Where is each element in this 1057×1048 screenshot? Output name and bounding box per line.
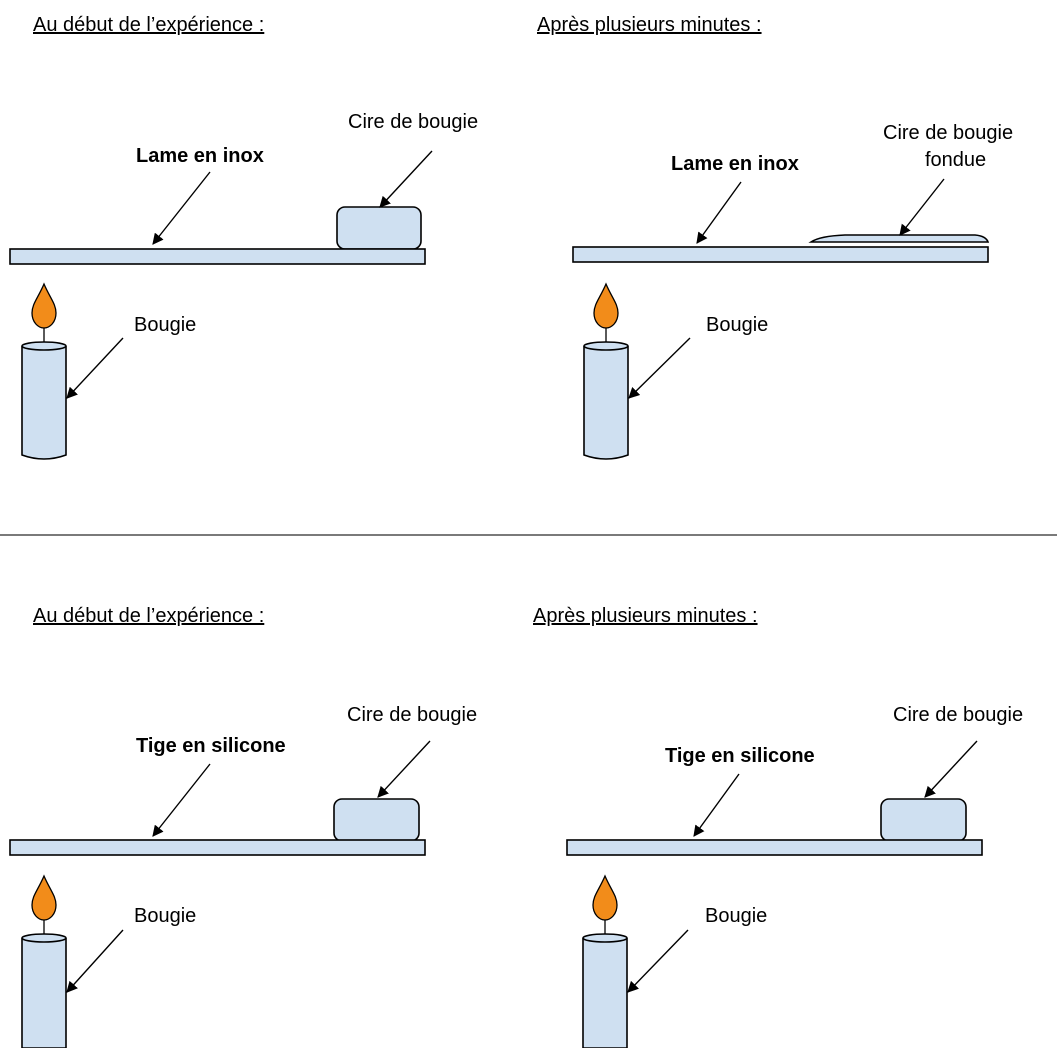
heading-before: Au début de l’expérience : (33, 14, 264, 36)
candle-body (21, 938, 67, 1048)
flame-icon (31, 874, 57, 921)
candle (21, 874, 67, 1048)
silicone-rod (566, 839, 983, 856)
flame-icon (593, 282, 619, 329)
candle-top (582, 933, 628, 943)
melted-wax (808, 234, 990, 243)
rod-label: Tige en silicone (136, 735, 286, 757)
candle (583, 282, 629, 460)
panel-silicone-before: Au début de l’expérience : Tige en silic… (9, 605, 477, 1048)
wax-label: Cire de bougie (347, 704, 477, 726)
wax-arrow (924, 740, 978, 798)
rod-label: Tige en silicone (665, 745, 815, 767)
heading-after: Après plusieurs minutes : (533, 605, 758, 627)
candle (582, 874, 628, 1048)
flame-icon (592, 874, 618, 921)
candle-body (582, 938, 628, 1048)
candle-top (21, 341, 67, 351)
panel-inox-before: Au début de l’expérience : Lame en inox … (9, 14, 478, 460)
panel-silicone-after: Après plusieurs minutes : Tige en silico… (533, 605, 1023, 1048)
candle-arrow (66, 929, 124, 993)
rod-label: Lame en inox (136, 145, 264, 167)
wax-arrow (377, 740, 431, 798)
wax-label-line1: Cire de bougie (883, 122, 1013, 144)
candle-body (583, 346, 629, 460)
candle-label: Bougie (706, 314, 768, 336)
wax-arrow (899, 178, 945, 236)
wax-label-line2: fondue (925, 149, 986, 171)
wax-label: Cire de bougie (348, 111, 478, 133)
candle-label: Bougie (134, 314, 196, 336)
rod-arrow (152, 763, 211, 837)
flame-icon (31, 282, 57, 329)
wax-label: Cire de bougie (893, 704, 1023, 726)
candle-label: Bougie (134, 905, 196, 927)
steel-blade (9, 248, 426, 265)
candle-arrow (628, 337, 691, 399)
steel-blade (572, 246, 989, 263)
candle (21, 282, 67, 460)
silicone-rod (9, 839, 426, 856)
rod-arrow (693, 773, 740, 837)
heading-after: Après plusieurs minutes : (537, 14, 762, 36)
candle-top (583, 341, 629, 351)
candle-arrow (66, 337, 124, 399)
rod-arrow (152, 171, 211, 245)
rod-arrow (696, 181, 742, 244)
wax-block (880, 798, 967, 842)
candle-arrow (627, 929, 689, 993)
wax-arrow (379, 150, 433, 208)
candle-top (21, 933, 67, 943)
wax-block (333, 798, 420, 842)
heading-before: Au début de l’expérience : (33, 605, 264, 627)
candle-label: Bougie (705, 905, 767, 927)
candle-body (21, 346, 67, 460)
rod-label: Lame en inox (671, 153, 799, 175)
panel-inox-after: Après plusieurs minutes : Lame en inox C… (537, 14, 1013, 460)
wax-block (336, 206, 422, 250)
